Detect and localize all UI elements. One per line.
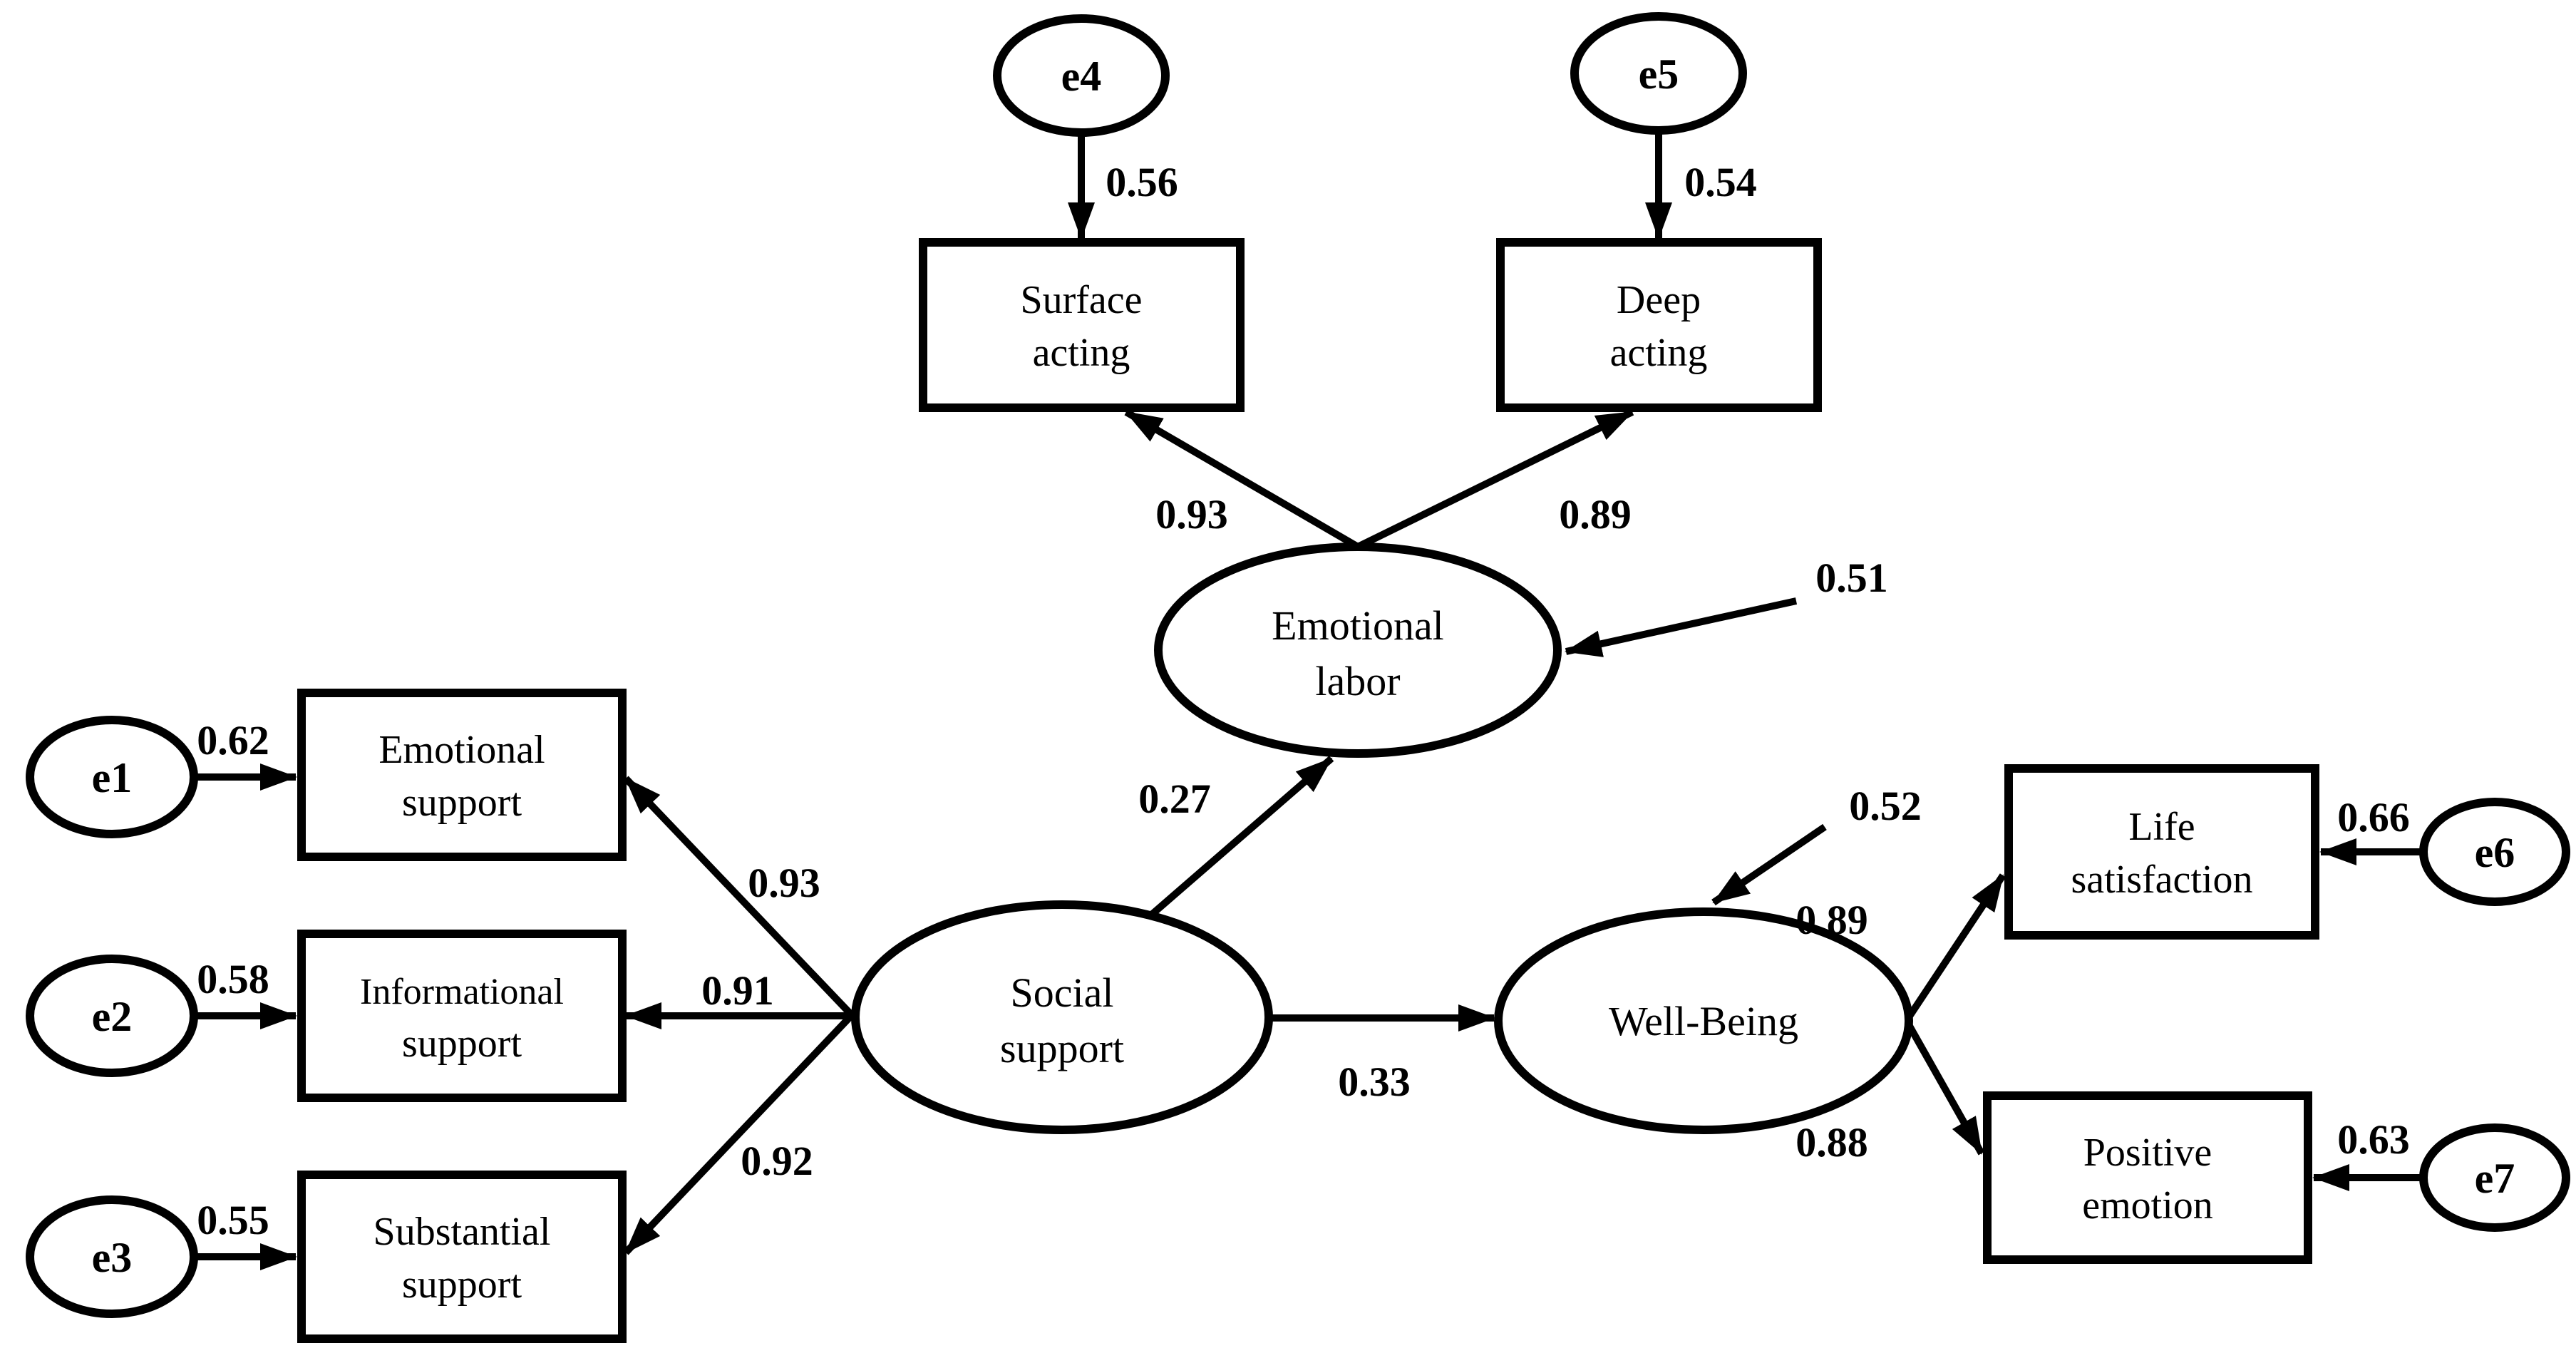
coef-e4-surface-acting: 0.56 <box>1106 159 1178 205</box>
well-being-ellipse <box>1494 907 1913 1134</box>
coefficient-labels: 0.56 0.54 0.93 0.89 0.51 0.27 0.93 0.91 … <box>197 159 2410 1243</box>
e4-label: e4 <box>1061 53 1102 100</box>
life-satisfaction-label-line1: Life <box>2128 805 2195 849</box>
surface-acting-label-line2: acting <box>1033 331 1130 375</box>
life-satisfaction-label-line2: satisfaction <box>2071 858 2252 902</box>
latent-variables: Social support Emotional labor Well-Bein… <box>851 542 1913 1134</box>
coef-residual-emotional-labor: 0.51 <box>1815 555 1888 601</box>
e1-ellipse <box>26 716 198 838</box>
informational-support-box <box>297 930 627 1102</box>
informational-support-label-line2: support <box>402 1022 522 1066</box>
coef-emotional-labor-deep-acting: 0.89 <box>1559 491 1632 538</box>
path-residual-to-emotional-labor <box>1565 597 1798 657</box>
coef-social-support-emotional-labor: 0.27 <box>1138 776 1211 822</box>
social-support-label-line1: Social <box>1011 969 1114 1016</box>
coef-well-being-life-satisfaction: 0.89 <box>1796 897 1868 943</box>
emotional-labor-ellipse <box>1154 542 1562 758</box>
error-e2: e2 <box>26 955 198 1077</box>
social-support-ellipse <box>851 900 1273 1134</box>
surface-acting-label-line1: Surface <box>1020 278 1142 322</box>
coef-social-support-substantial-support: 0.92 <box>741 1138 813 1184</box>
substantial-support-box <box>297 1171 627 1343</box>
node-social-support: Social support <box>851 900 1273 1134</box>
coef-e1-emotional-support: 0.62 <box>197 717 269 763</box>
node-surface-acting: Surface acting <box>919 238 1245 412</box>
coef-social-support-well-being: 0.33 <box>1338 1059 1411 1105</box>
e7-label: e7 <box>2475 1155 2515 1202</box>
substantial-support-label-line1: Substantial <box>373 1210 551 1254</box>
error-e6: e6 <box>2419 798 2570 906</box>
emotional-support-box <box>297 689 627 861</box>
path-social-support-to-emotional-labor <box>1135 756 1334 930</box>
emotional-support-label-line2: support <box>402 781 522 825</box>
substantial-support-label-line2: support <box>402 1262 522 1307</box>
path-emotional-labor-to-deep-acting <box>1356 408 1634 550</box>
positive-emotion-box <box>1983 1091 2312 1264</box>
coef-social-support-emotional-support: 0.93 <box>748 860 820 906</box>
error-e3: e3 <box>26 1195 198 1318</box>
path-well-being-to-positive-emotion <box>1904 1020 1985 1156</box>
positive-emotion-label-line2: emotion <box>2082 1183 2213 1228</box>
well-being-label: Well-Being <box>1609 998 1798 1044</box>
e7-ellipse <box>2419 1123 2570 1232</box>
deep-acting-label-line1: Deep <box>1617 278 1701 322</box>
error-terms: e1 e2 e3 e4 e5 e6 e7 <box>26 12 2570 1318</box>
error-e1: e1 <box>26 716 198 838</box>
deep-acting-box <box>1496 238 1822 412</box>
node-deep-acting: Deep acting <box>1496 238 1822 412</box>
life-satisfaction-box <box>2004 764 2319 940</box>
error-e4: e4 <box>993 14 1170 137</box>
e6-ellipse <box>2419 798 2570 906</box>
path-social-support-to-substantial-support <box>623 1012 855 1255</box>
node-emotional-support: Emotional support <box>297 689 627 861</box>
coef-social-support-informational-support: 0.91 <box>701 967 774 1014</box>
node-life-satisfaction: Life satisfaction <box>2004 764 2319 940</box>
positive-emotion-label-line1: Positive <box>2083 1131 2212 1175</box>
e1-label: e1 <box>92 754 133 801</box>
deep-acting-label-line2: acting <box>1610 331 1708 375</box>
path-residual-to-well-being <box>1711 823 1827 906</box>
e2-ellipse <box>26 955 198 1077</box>
coef-e6-life-satisfaction: 0.66 <box>2337 794 2410 840</box>
coef-well-being-positive-emotion: 0.88 <box>1796 1119 1868 1166</box>
social-support-label-line2: support <box>1000 1025 1124 1071</box>
node-well-being: Well-Being <box>1494 907 1913 1134</box>
e5-label: e5 <box>1639 51 1679 98</box>
path-emotional-labor-to-surface-acting <box>1124 408 1360 550</box>
path-well-being-to-life-satisfaction <box>1904 873 2006 1022</box>
emotional-labor-label-line1: Emotional <box>1272 602 1444 649</box>
e4-ellipse <box>993 14 1170 137</box>
e2-label: e2 <box>92 993 133 1040</box>
path-social-support-to-emotional-support <box>623 776 855 1018</box>
emotional-labor-label-line2: labor <box>1315 658 1400 704</box>
informational-support-label-line1: Informational <box>360 972 564 1012</box>
e3-ellipse <box>26 1195 198 1318</box>
error-e7: e7 <box>2419 1123 2570 1232</box>
emotional-support-label-line1: Emotional <box>378 728 545 772</box>
e6-label: e6 <box>2475 829 2515 876</box>
node-positive-emotion: Positive emotion <box>1983 1091 2312 1264</box>
coef-e3-substantial-support: 0.55 <box>197 1197 269 1243</box>
coef-residual-well-being: 0.52 <box>1849 783 1922 829</box>
surface-acting-box <box>919 238 1245 412</box>
e3-label: e3 <box>92 1234 133 1281</box>
e5-ellipse <box>1570 12 1747 135</box>
coef-e7-positive-emotion: 0.63 <box>2337 1116 2410 1163</box>
node-emotional-labor: Emotional labor <box>1154 542 1562 758</box>
coef-e2-informational-support: 0.58 <box>197 956 269 1002</box>
node-informational-support: Informational support <box>297 930 627 1102</box>
coef-emotional-labor-surface-acting: 0.93 <box>1155 491 1228 538</box>
error-e5: e5 <box>1570 12 1747 135</box>
node-substantial-support: Substantial support <box>297 1171 627 1343</box>
edges <box>194 130 2423 1270</box>
coef-e5-deep-acting: 0.54 <box>1684 159 1757 205</box>
observed-variables: Surface acting Deep acting Emotional sup… <box>297 238 2319 1343</box>
